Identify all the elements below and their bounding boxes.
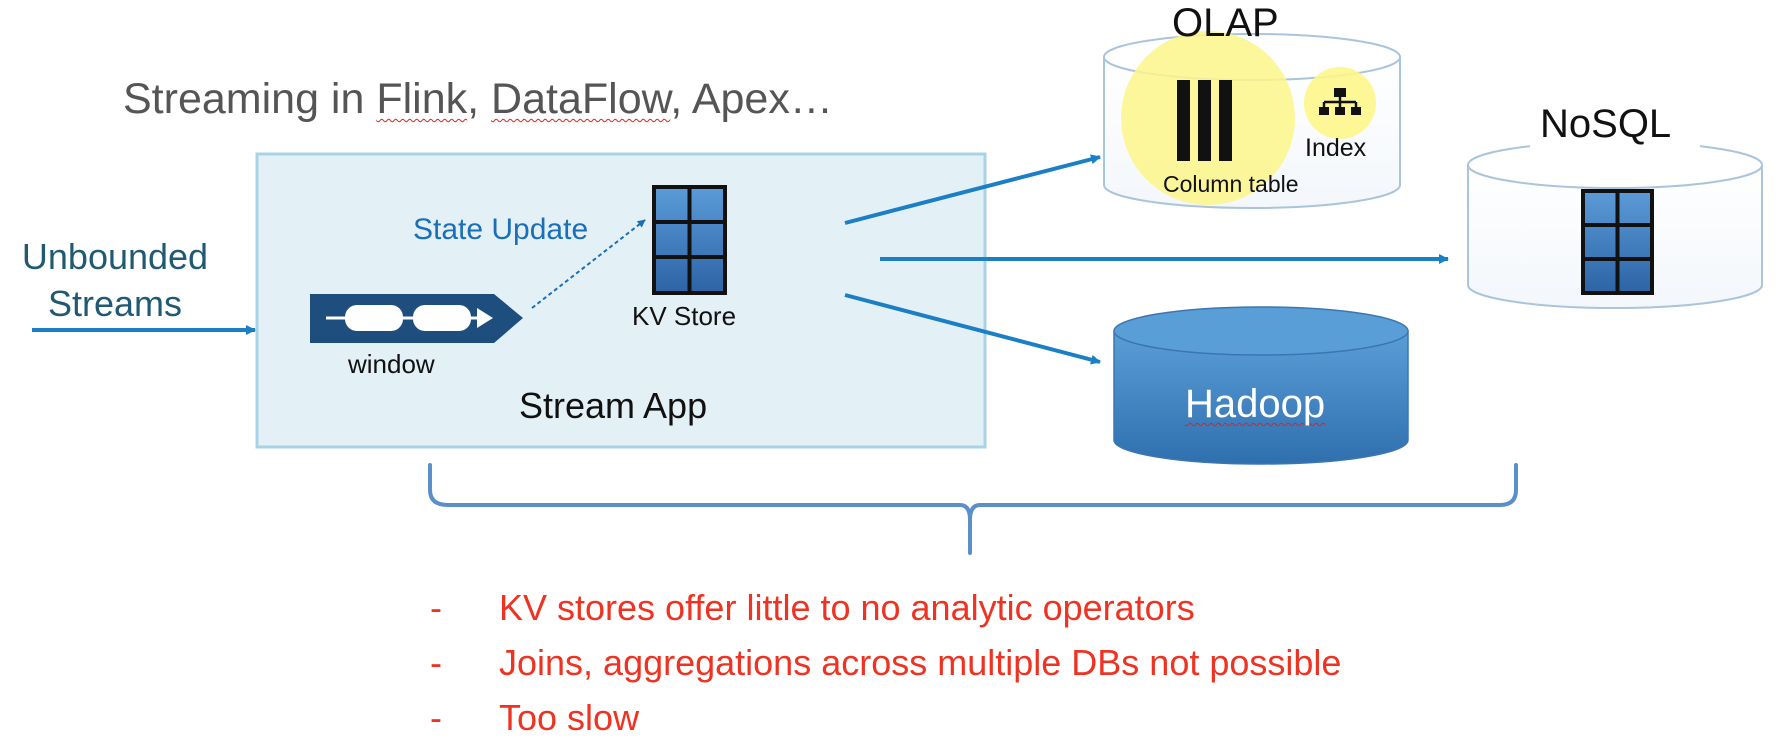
streaming-window-icon (310, 294, 523, 343)
nosql-cylinder (1467, 136, 1763, 309)
source-label-line1: Unbounded (21, 236, 209, 277)
curly-brace (428, 463, 1518, 555)
arrow-to-olap (844, 154, 1101, 225)
state-update-label: State Update (413, 213, 589, 246)
window-label: window (348, 349, 435, 379)
bullet-dash: - (430, 587, 442, 628)
nosql-title: NoSQL (1540, 102, 1672, 146)
olap-title: OLAP (1172, 1, 1279, 45)
title-dataflow: DataFlow (491, 75, 671, 123)
kv-store-label: KV Store (632, 301, 737, 331)
column-table-label: Column table (1163, 171, 1299, 197)
bullet-list: - KV stores offer little to no analytic o… (430, 580, 1341, 745)
title-suffix: , Apex… (670, 75, 833, 123)
bullet-item: - Joins, aggregations across multiple DBs… (430, 635, 1341, 690)
title-flink: Flink (376, 75, 468, 123)
slide-title: Streaming in Flink, DataFlow, Apex… (123, 78, 833, 121)
index-hierarchy-icon (1319, 88, 1361, 115)
hadoop-title: Hadoop (1185, 382, 1326, 426)
stream-app-label: Stream App (519, 385, 708, 426)
kv-store-grid-icon (652, 185, 727, 295)
bullet-dash: - (430, 697, 442, 738)
source-label-line2: Streams (47, 283, 183, 324)
bullet-item: - Too slow (430, 690, 1341, 745)
bullet-text: Joins, aggregations across multiple DBs … (499, 642, 1342, 683)
title-prefix: Streaming in (123, 75, 377, 123)
bullet-text: KV stores offer little to no analytic op… (499, 587, 1195, 628)
title-sep: , (467, 75, 492, 123)
bullet-text: Too slow (499, 697, 640, 738)
state-update-arrow (531, 219, 646, 309)
bullet-item: - KV stores offer little to no analytic o… (430, 580, 1341, 635)
source-label: Unbounded Streams (10, 233, 220, 327)
hadoop-cylinder (1113, 306, 1409, 465)
bullet-dash: - (430, 642, 442, 683)
arrow-to-hadoop (844, 293, 1101, 365)
index-label: Index (1305, 134, 1367, 162)
column-table-icon (1177, 80, 1232, 161)
nosql-grid-icon (1581, 189, 1654, 295)
